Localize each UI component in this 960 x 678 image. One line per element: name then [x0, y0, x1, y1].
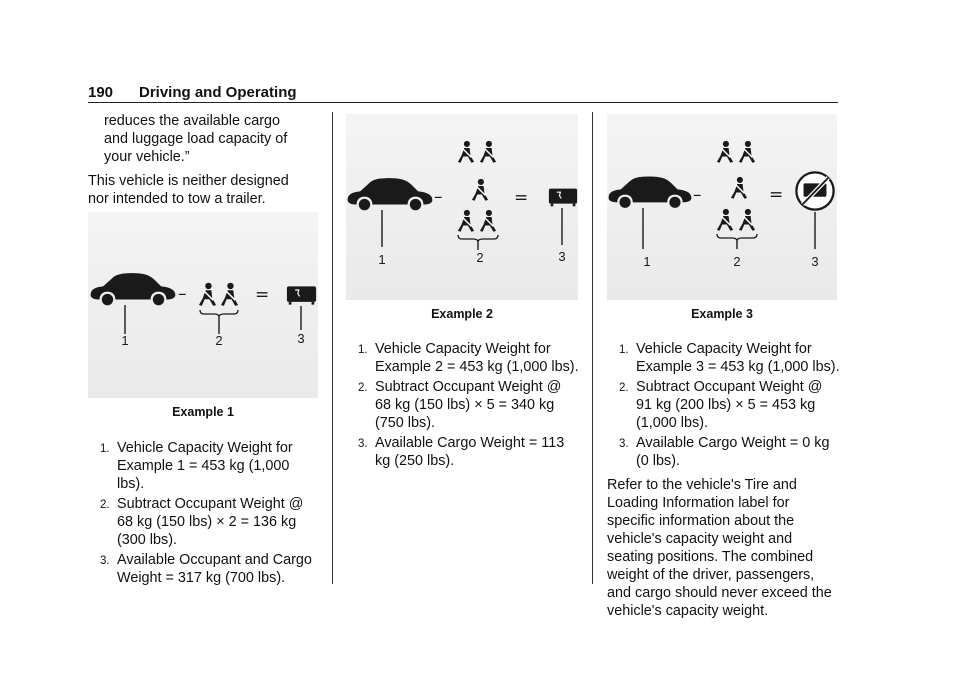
callout-1: 1	[378, 252, 385, 267]
example-2-caption: Example 2	[431, 307, 493, 321]
list-item: 1.Vehicle Capacity Weight for Example 2 …	[358, 341, 579, 375]
seatbelt-occupant-icon	[730, 176, 748, 200]
callout-1: 1	[643, 254, 650, 269]
occupant-bracket	[199, 309, 239, 318]
list-item: 2.Subtract Occupant Weight @ 68 kg (150 …	[358, 379, 562, 431]
seatbelt-occupant-icon	[716, 208, 734, 232]
seatbelt-occupant-icon	[738, 208, 756, 232]
minus-sign: –	[693, 185, 702, 205]
cargo-box-icon	[286, 285, 317, 306]
list-item: 3.Available Cargo Weight = 0 kg (0 lbs).	[619, 435, 830, 469]
callout-1: 1	[121, 333, 128, 348]
seatbelt-occupant-icon	[738, 140, 756, 164]
list-item: 3.Available Cargo Weight = 113 kg (250 l…	[358, 435, 565, 469]
page-number: 190	[88, 84, 114, 101]
list-item: 3.Available Occupant and Cargo Weight = …	[100, 552, 312, 586]
column-3-text: 1.Vehicle Capacity Weight for Example 3 …	[607, 340, 841, 620]
minus-sign: –	[434, 187, 443, 207]
seatbelt-occupant-icon	[457, 209, 475, 233]
callout-2: 2	[215, 333, 222, 348]
car-silhouette-icon	[90, 273, 176, 306]
header-rule	[88, 102, 838, 103]
list-item: 2.Subtract Occupant Weight @ 68 kg (150 …	[100, 496, 304, 548]
cargo-box-icon	[548, 188, 578, 207]
quote-continuation: reduces the available cargo and luggage …	[104, 113, 288, 165]
minus-sign: –	[178, 284, 187, 304]
equals-sign: =	[514, 188, 528, 208]
seatbelt-occupant-icon	[457, 140, 475, 164]
occupant-bracket	[716, 233, 758, 242]
example-1-figure: – = 1 2 3	[88, 212, 318, 398]
page-header: 190 Driving and Operating	[88, 84, 838, 104]
list-item: 2.Subtract Occupant Weight @ 91 kg (200 …	[619, 379, 823, 431]
tire-label-paragraph: Refer to the vehicle's Tire and Loading …	[607, 477, 832, 619]
trailer-paragraph: This vehicle is neither designed nor int…	[88, 173, 289, 207]
example-2-figure: – = 1 2 3	[346, 114, 578, 300]
column-1-steps: 1.Vehicle Capacity Weight for Example 1 …	[88, 439, 320, 589]
example-3-caption: Example 3	[691, 307, 753, 321]
car-silhouette-icon	[608, 176, 692, 208]
callout-3: 3	[811, 254, 818, 269]
equals-sign: =	[255, 285, 269, 305]
example-1-caption: Example 1	[172, 405, 234, 419]
seatbelt-occupant-icon	[479, 140, 497, 164]
list-item: 1.Vehicle Capacity Weight for Example 3 …	[619, 341, 840, 375]
seatbelt-occupant-icon	[716, 140, 734, 164]
column-divider-2	[592, 112, 593, 584]
callout-2: 2	[733, 254, 740, 269]
column-1-top: reduces the available cargo and luggage …	[88, 112, 322, 208]
occupant-bracket	[457, 234, 499, 243]
callout-3: 3	[297, 331, 304, 346]
equals-sign: =	[769, 185, 783, 205]
list-item: 1.Vehicle Capacity Weight for Example 1 …	[100, 440, 293, 492]
column-2-steps: 1.Vehicle Capacity Weight for Example 2 …	[346, 340, 580, 472]
callout-3: 3	[558, 249, 565, 264]
seatbelt-occupant-icon	[198, 282, 217, 307]
seatbelt-occupant-icon	[479, 209, 497, 233]
car-silhouette-icon	[347, 178, 433, 211]
seatbelt-occupant-icon	[220, 282, 239, 307]
section-title: Driving and Operating	[139, 84, 297, 101]
no-cargo-icon	[796, 172, 833, 209]
example-3-figure: – = 1 2 3	[607, 114, 837, 300]
seatbelt-occupant-icon	[471, 178, 489, 202]
callout-2: 2	[476, 250, 483, 265]
column-divider-1	[332, 112, 333, 584]
